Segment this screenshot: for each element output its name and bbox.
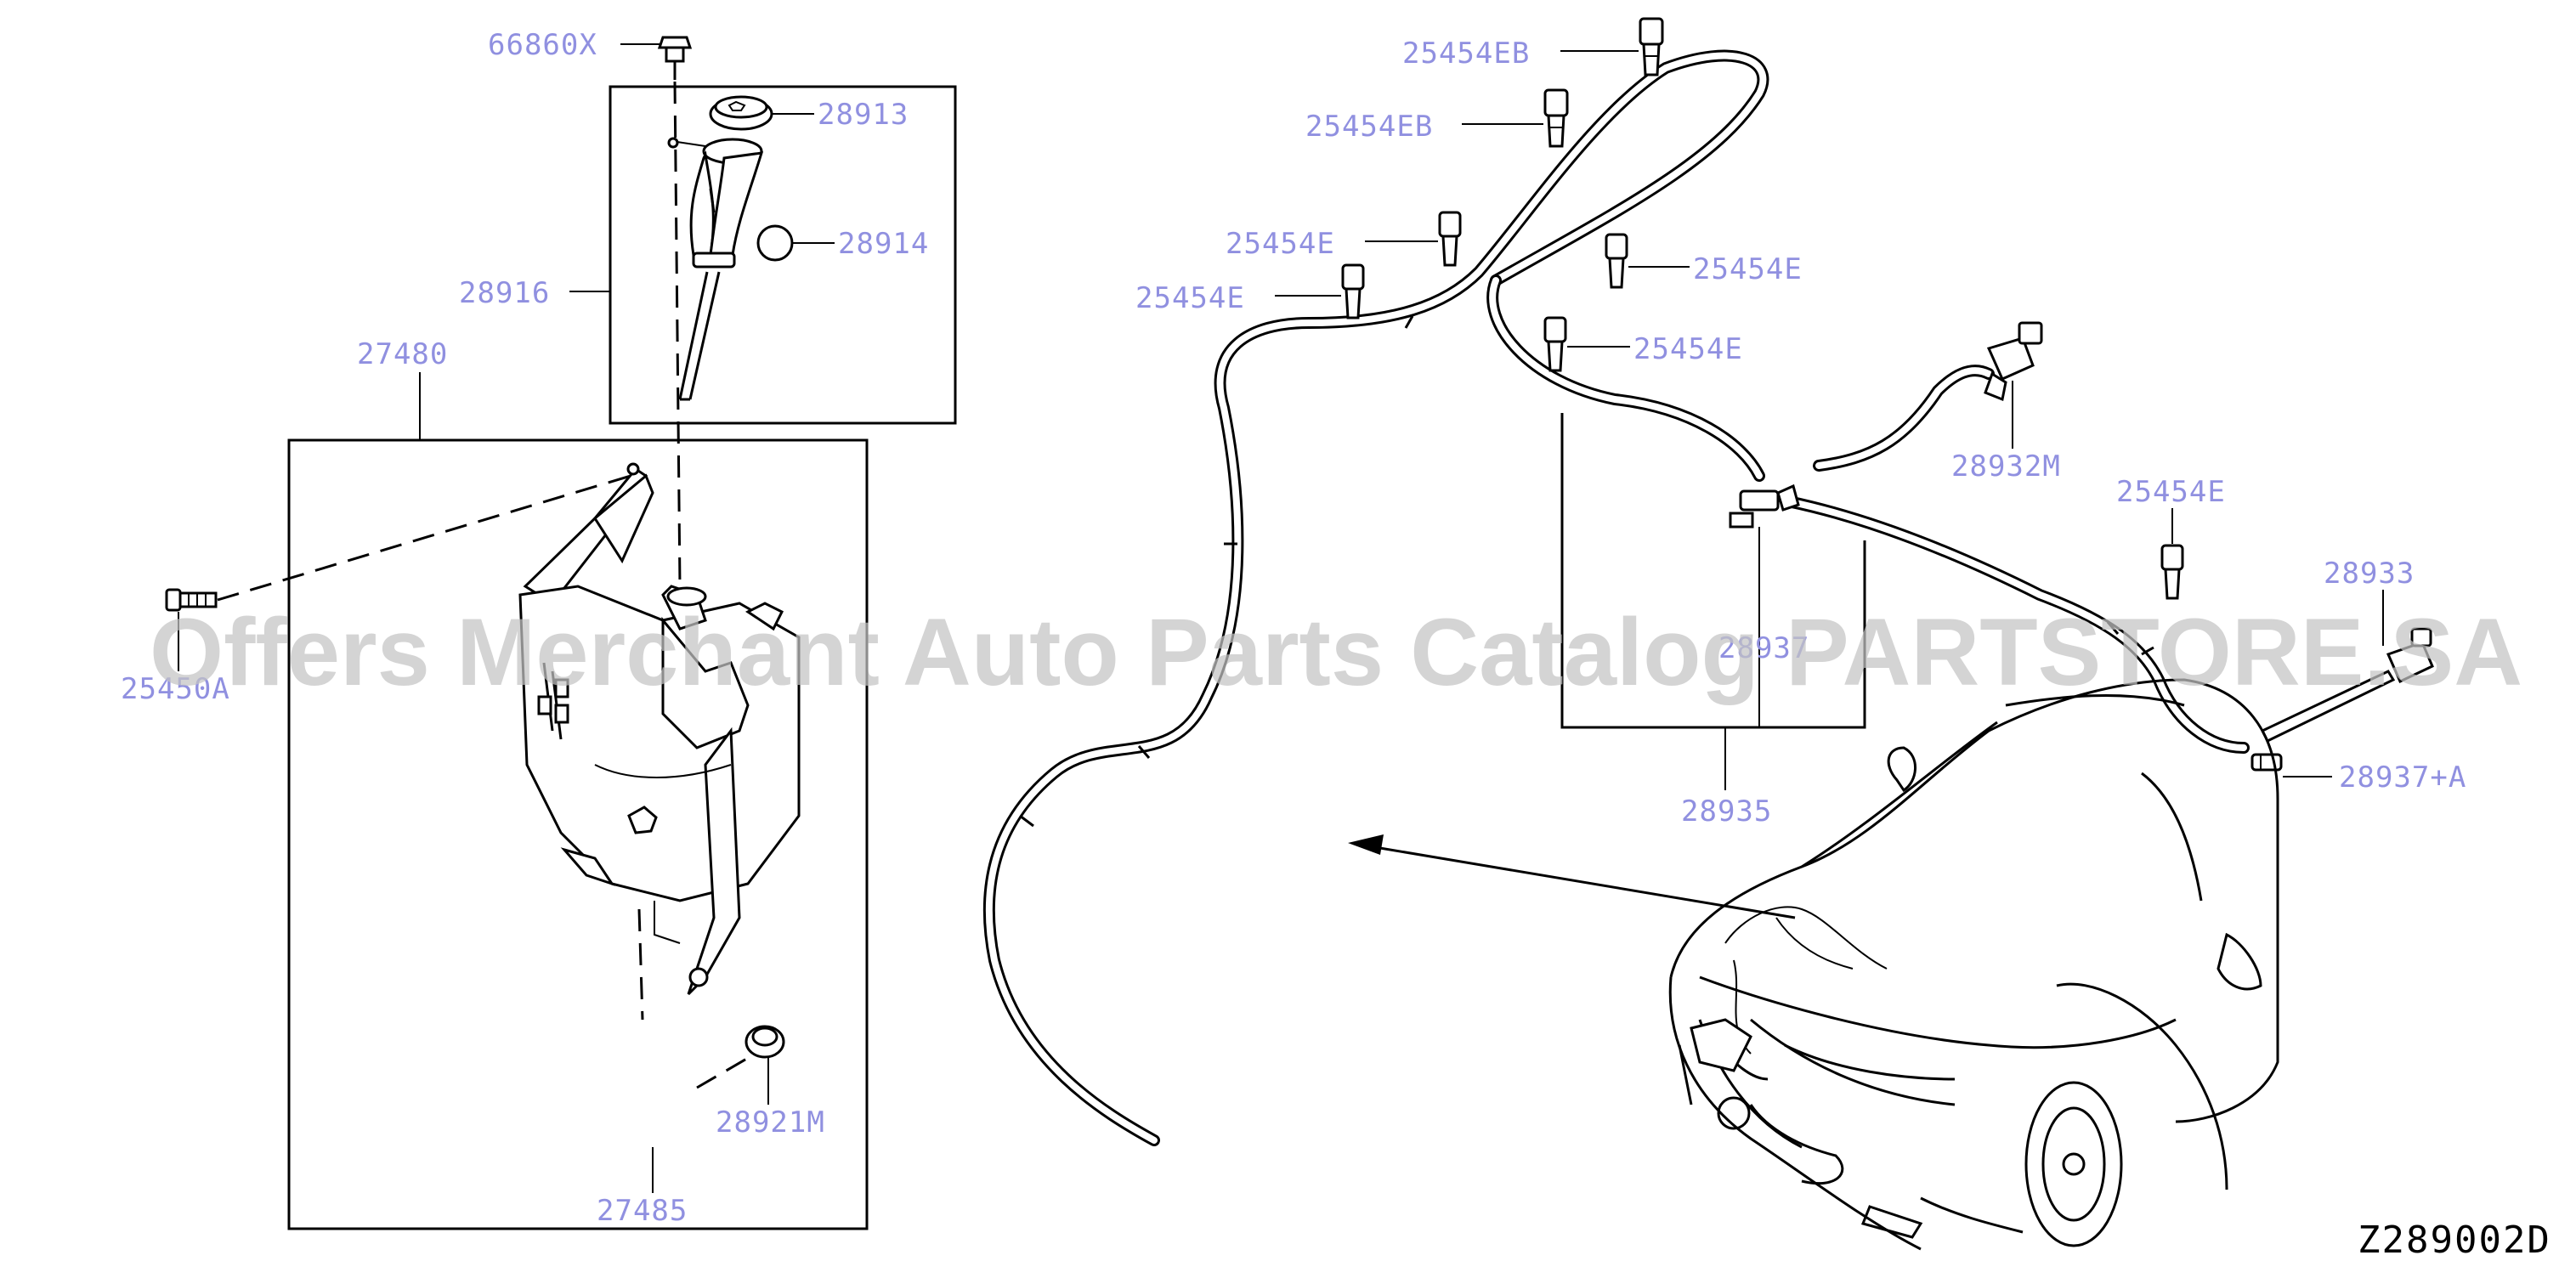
label-66860x: 66860X	[488, 28, 597, 62]
label-28933: 28933	[2324, 557, 2415, 591]
label-28937a: 28937+A	[2339, 761, 2466, 794]
label-25454e-5: 25454E	[2116, 475, 2226, 509]
reservoir-group-box	[287, 438, 869, 1230]
label-27480: 27480	[357, 337, 448, 371]
diagram-code: Z289002D	[2358, 1219, 2551, 1261]
axis-line-filler	[673, 81, 682, 587]
label-28914: 28914	[838, 227, 929, 261]
filler-neck-group-box	[609, 85, 957, 425]
label-28932m: 28932M	[1951, 450, 2061, 483]
label-25454e-1: 25454E	[1226, 227, 1335, 261]
clip-25454e-4-part	[1543, 316, 1567, 372]
label-28935: 28935	[1681, 794, 1772, 828]
reservoir-tank-part	[518, 462, 801, 996]
label-25454e-2: 25454E	[1135, 281, 1245, 315]
clip-66860x-part	[657, 36, 693, 80]
label-25450a: 25450A	[121, 672, 230, 706]
axis-line-grommet	[696, 1055, 750, 1089]
vehicle-outline	[1668, 678, 2279, 1251]
label-25454eb-1: 25454EB	[1402, 37, 1530, 71]
label-27485: 27485	[597, 1194, 688, 1228]
watermark-text: Offers Merchant Auto Parts Catalog PARTS…	[150, 599, 2522, 705]
clip-25454e-3-part	[1605, 233, 1628, 289]
label-28916: 28916	[459, 276, 550, 310]
washer-hose-main	[982, 49, 1769, 1146]
label-28921m: 28921M	[716, 1105, 825, 1139]
grommet-28921m-part	[744, 1025, 785, 1059]
bolt-25450a-part	[165, 588, 218, 612]
clip-25454eb-2-part	[1543, 88, 1569, 148]
filler-neck-28916-part	[667, 137, 764, 401]
washer-hose-branch	[1486, 274, 2250, 754]
label-25454e-4: 25454E	[1633, 332, 1743, 366]
hose-28932m-part	[1813, 365, 1995, 472]
label-28937: 28937	[1718, 631, 1809, 665]
clip-25454e-1-part	[1438, 211, 1462, 267]
label-28913: 28913	[818, 98, 909, 132]
filler-cap-28913-part	[709, 95, 773, 131]
seal-28914-part	[756, 224, 794, 262]
hose-group-box	[1560, 413, 1866, 729]
axis-line-bottom	[637, 908, 644, 1021]
label-25454e-3: 25454E	[1693, 252, 1803, 286]
clip-25454e-2-part	[1341, 263, 1365, 319]
clip-25454e-5-part	[2160, 544, 2184, 600]
axis-line-bolt	[217, 474, 631, 602]
clip-25454eb-1-part	[1639, 17, 1664, 76]
connector-28932m-part	[1984, 321, 2043, 402]
joint-28937a-part	[2250, 753, 2283, 772]
check-valve-28937-part	[1729, 483, 1800, 529]
label-25454eb-2: 25454EB	[1305, 110, 1433, 144]
location-arrow	[1348, 834, 1796, 919]
